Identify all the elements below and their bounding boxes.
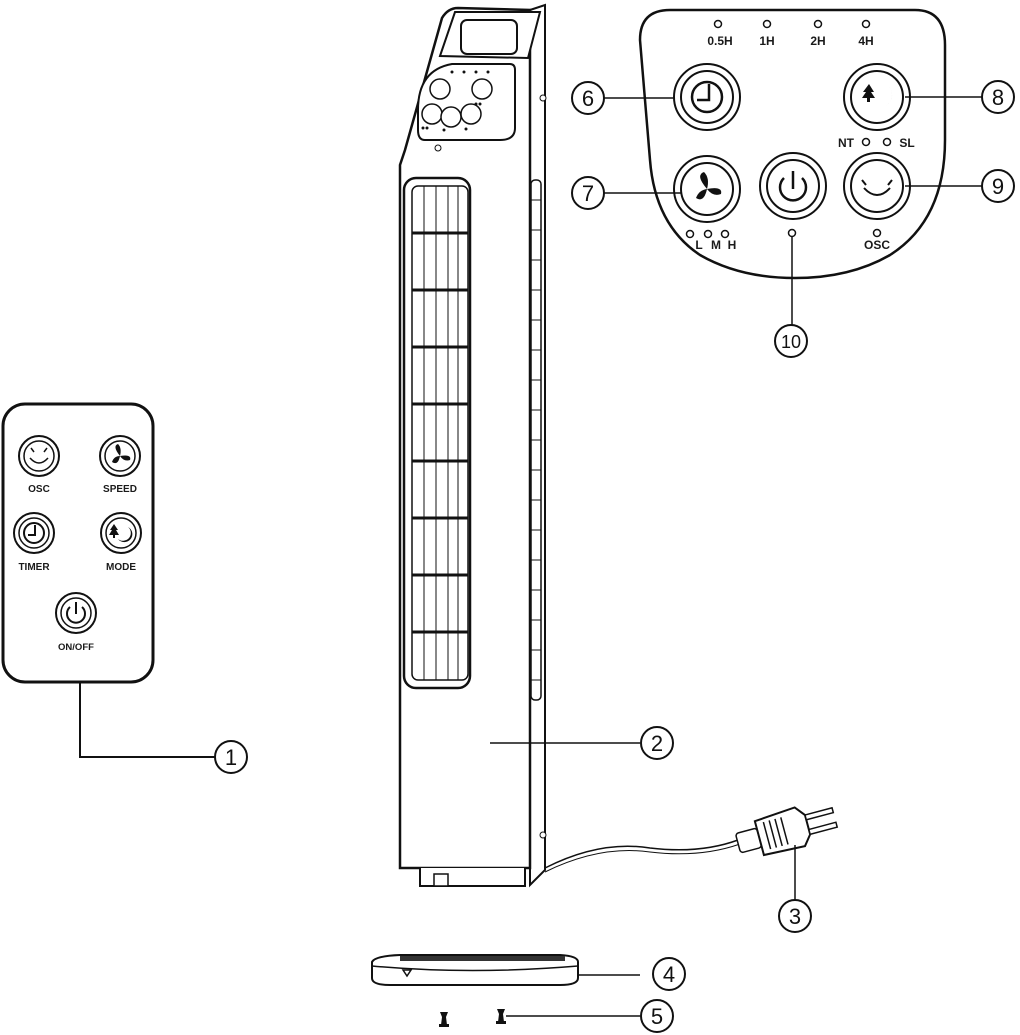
screw-icon <box>439 1012 449 1027</box>
callout-7: 7 <box>571 176 605 210</box>
svg-text:7: 7 <box>582 181 594 206</box>
svg-text:2: 2 <box>651 731 663 756</box>
callout-1: 1 <box>214 740 248 774</box>
remote-control: OSC SPEED TIMER <box>1 402 155 684</box>
callout-8: 8 <box>981 80 1015 114</box>
speed-h-label: H <box>728 238 737 252</box>
remote-timer-button: TIMER <box>13 512 55 573</box>
callout-2: 2 <box>640 726 674 760</box>
svg-text:5: 5 <box>651 1004 663 1029</box>
remote-onoff-label: ON/OFF <box>58 642 94 653</box>
oscillation-icon <box>29 447 49 464</box>
callout-5: 5 <box>640 999 674 1033</box>
svg-text:10: 10 <box>781 332 801 352</box>
callout-10: 10 <box>774 324 808 358</box>
speed-l-label: L <box>695 238 702 252</box>
panel-osc-button <box>843 152 911 220</box>
tower-fan-body <box>398 3 547 888</box>
remote-mode-button: MODE <box>100 512 142 573</box>
fan-icon <box>112 444 131 464</box>
svg-text:8: 8 <box>992 85 1004 110</box>
svg-text:6: 6 <box>582 86 594 111</box>
callout-4: 4 <box>652 957 686 991</box>
timer-level-label: 4H <box>858 34 873 48</box>
mode-indicators: NT SL <box>838 136 915 150</box>
svg-text:4: 4 <box>663 962 675 987</box>
remote-timer-label: TIMER <box>18 562 50 573</box>
timer-level-label: 2H <box>810 34 825 48</box>
panel-mode-button <box>843 63 911 131</box>
panel-timer-button <box>673 63 741 131</box>
plug-icon <box>735 806 839 857</box>
speed-m-label: M <box>711 238 721 252</box>
timer-icon <box>690 80 724 114</box>
callout-9: 9 <box>981 169 1015 203</box>
remote-speed-button: SPEED <box>99 435 141 495</box>
mode-nt-label: NT <box>838 136 855 150</box>
timer-icon <box>23 522 45 544</box>
callout-3: 3 <box>778 899 812 933</box>
mode-icon <box>862 84 893 108</box>
remote-osc-button: OSC <box>18 435 60 495</box>
callout-6: 6 <box>571 81 605 115</box>
fan-icon <box>696 172 722 200</box>
remote-speed-label: SPEED <box>103 484 137 495</box>
mode-sl-label: SL <box>899 136 914 150</box>
panel-power-button <box>759 152 827 220</box>
mode-icon <box>109 524 133 543</box>
fan-base <box>371 954 579 986</box>
speed-indicators: L M H <box>685 229 737 252</box>
svg-text:9: 9 <box>992 174 1004 199</box>
remote-power-button: ON/OFF <box>55 592 97 653</box>
remote-osc-label: OSC <box>28 484 50 495</box>
screw-icon <box>496 1009 506 1024</box>
timer-level-label: 0.5H <box>707 34 732 48</box>
power-cord <box>544 839 741 873</box>
timer-level-label: 1H <box>759 34 774 48</box>
panel-speed-button <box>673 155 741 223</box>
remote-mode-label: MODE <box>106 562 136 573</box>
osc-indicator-label: OSC <box>864 238 890 252</box>
power-icon <box>778 171 808 202</box>
control-panel-detail: 0.5H 1H 2H 4H NT <box>638 8 947 280</box>
timer-indicators: 0.5H 1H 2H 4H <box>707 19 874 48</box>
svg-text:1: 1 <box>225 745 237 770</box>
oscillation-icon <box>861 179 893 196</box>
svg-text:3: 3 <box>789 904 801 929</box>
power-icon <box>66 602 86 624</box>
